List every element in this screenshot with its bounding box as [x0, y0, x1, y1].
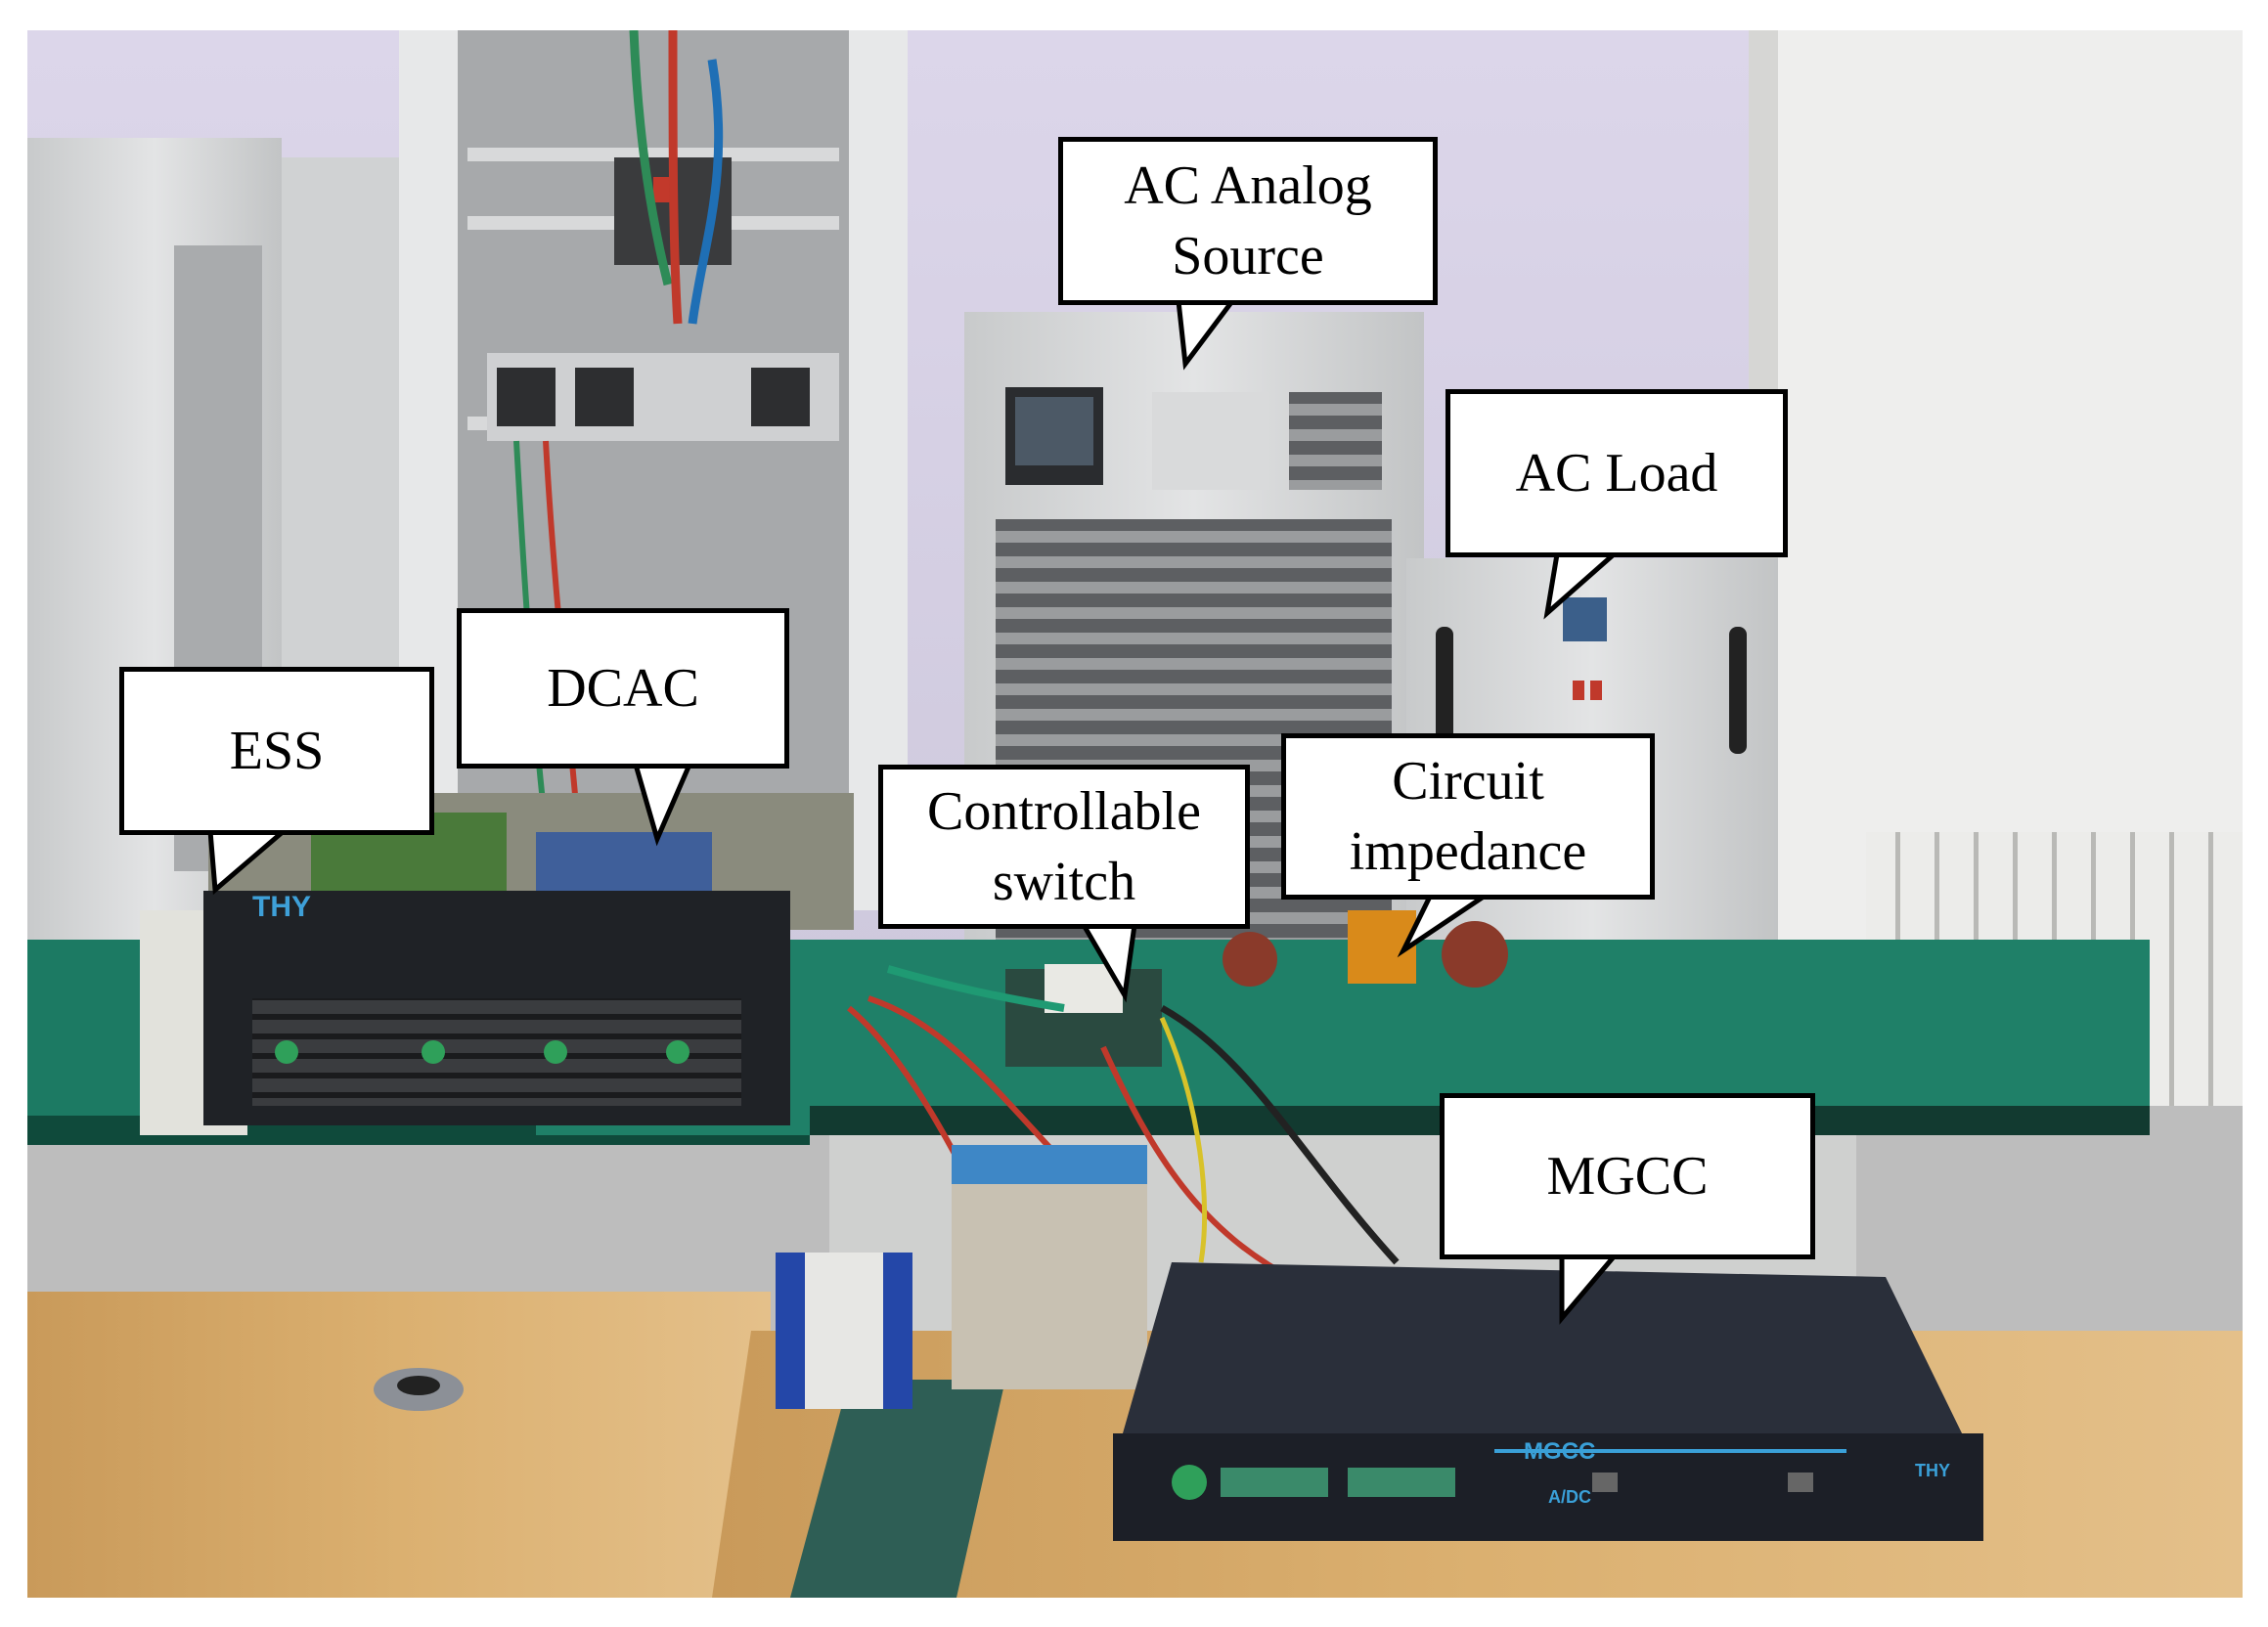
inductor-1 — [1223, 932, 1277, 987]
tail-dcac — [632, 762, 693, 847]
lab-scene — [27, 30, 2243, 1598]
callout-controllable-switch: Controllable switch — [878, 765, 1250, 929]
tail-ess — [207, 828, 290, 896]
callout-dcac: DCAC — [457, 608, 789, 769]
tail-ac-source — [1176, 298, 1237, 371]
inductor-3 — [1442, 921, 1508, 988]
green-strip — [790, 1380, 1005, 1598]
source-keypad — [1152, 392, 1269, 490]
callout-circuit-impedance: Circuit impedance — [1281, 733, 1655, 900]
power-supply — [952, 1155, 1147, 1389]
front-left-table — [27, 1292, 771, 1598]
callout-ac-analog-source: AC Analog Source — [1058, 137, 1438, 305]
mgcc-brand-label: THY — [1915, 1461, 1950, 1480]
callout-mgcc: MGCC — [1440, 1093, 1815, 1259]
mgcc-power-button — [1172, 1465, 1207, 1500]
mgcc-panel-label: MGCC — [1524, 1438, 1596, 1465]
tail-impedance — [1397, 894, 1492, 958]
main-bench — [536, 940, 2150, 1135]
mgcc-top — [1113, 1262, 1983, 1477]
tail-switch — [1079, 922, 1137, 1003]
load-meter — [1563, 597, 1607, 641]
lab-photo: THY MGCC A/DC THY — [27, 30, 2243, 1598]
thy-brand-label: THY — [252, 891, 311, 923]
callout-ac-load: AC Load — [1445, 389, 1788, 557]
callout-ess: ESS — [119, 667, 434, 835]
tail-mgcc — [1559, 1252, 1622, 1325]
tail-ac-load — [1543, 551, 1621, 620]
mgcc-sub-label: A/DC — [1548, 1487, 1591, 1507]
